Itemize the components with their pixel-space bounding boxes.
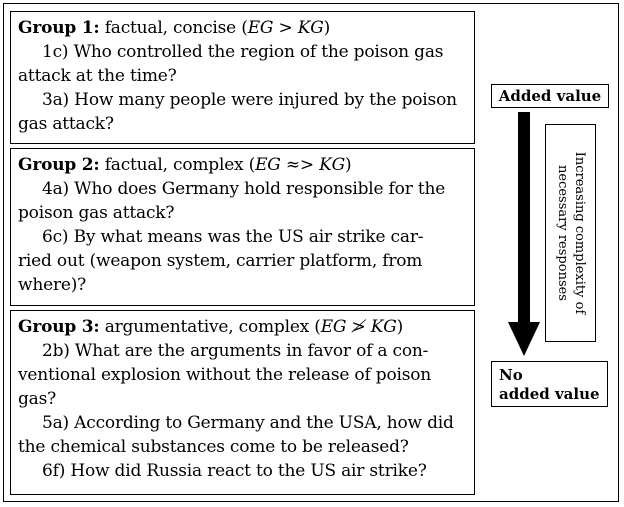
- question-5a-line2: the chemical substances come to be relea…: [18, 437, 409, 457]
- complexity-label: Increasing complexity of necessary respo…: [554, 127, 588, 339]
- question-2b-line2: ventional explosion without the release …: [18, 365, 432, 385]
- group-2-close: ): [345, 155, 352, 175]
- question-6c-line2: ried out (weapon system, carrier platfor…: [18, 251, 423, 271]
- added-value-label: Added value: [491, 84, 609, 108]
- group-1-title: Group 1:: [18, 18, 100, 38]
- down-arrow-icon: [508, 112, 540, 356]
- group-1-header: Group 1: factual, concise (EG > KG): [18, 16, 468, 40]
- no-added-value-line1: No: [499, 366, 523, 384]
- group-3-math: EG ≯ KG: [320, 317, 397, 337]
- question-3a-line2: gas attack?: [18, 114, 114, 134]
- group-2-title: Group 2:: [18, 155, 100, 175]
- group-1-box: Group 1: factual, concise (EG > KG) 1c) …: [10, 11, 475, 144]
- question-4a-line2: poison gas attack?: [18, 203, 175, 223]
- question-6c-line1: 6c) By what means was the US air strike …: [42, 227, 424, 247]
- group-3-header: Group 3: argumentative, complex (EG ≯ KG…: [18, 315, 468, 339]
- complexity-label-line1: Increasing complexity of: [571, 151, 587, 315]
- group-2-header: Group 2: factual, complex (EG ≈> KG): [18, 153, 468, 177]
- group-3-desc: argumentative, complex (: [99, 317, 321, 337]
- question-6c-line3: where)?: [18, 275, 87, 295]
- group-2-desc: factual, complex (: [99, 155, 256, 175]
- group-3-box: Group 3: argumentative, complex (EG ≯ KG…: [10, 310, 475, 495]
- no-added-value-line2: added value: [499, 385, 600, 403]
- complexity-label-line2: necessary responses: [554, 165, 570, 301]
- group-3-title: Group 3:: [18, 317, 100, 337]
- group-1-close: ): [323, 18, 331, 38]
- question-1c-line1: 1c) Who controlled the region of the poi…: [42, 42, 444, 62]
- group-3-close: ): [396, 317, 404, 337]
- group-2-box: Group 2: factual, complex (EG ≈> KG) 4a)…: [10, 148, 475, 306]
- no-added-value-label: No added value: [491, 361, 608, 407]
- group-2-math: EG ≈> KG: [255, 155, 346, 175]
- complexity-label-box: Increasing complexity of necessary respo…: [545, 124, 596, 342]
- question-2b-line1: 2b) What are the arguments in favor of a…: [42, 341, 429, 361]
- figure-frame: [3, 3, 619, 502]
- question-6f-line1: 6f) How did Russia react to the US air s…: [42, 461, 427, 481]
- question-3a-line1: 3a) How many people were injured by the …: [42, 90, 457, 110]
- group-1-desc: factual, concise (: [99, 18, 248, 38]
- question-4a-line1: 4a) Who does Germany hold responsible fo…: [42, 179, 446, 199]
- group-1-math: EG > KG: [247, 18, 324, 38]
- question-5a-line1: 5a) According to Germany and the USA, ho…: [42, 413, 454, 433]
- question-1c-line2: attack at the time?: [18, 66, 177, 86]
- question-2b-line3: gas?: [18, 389, 57, 409]
